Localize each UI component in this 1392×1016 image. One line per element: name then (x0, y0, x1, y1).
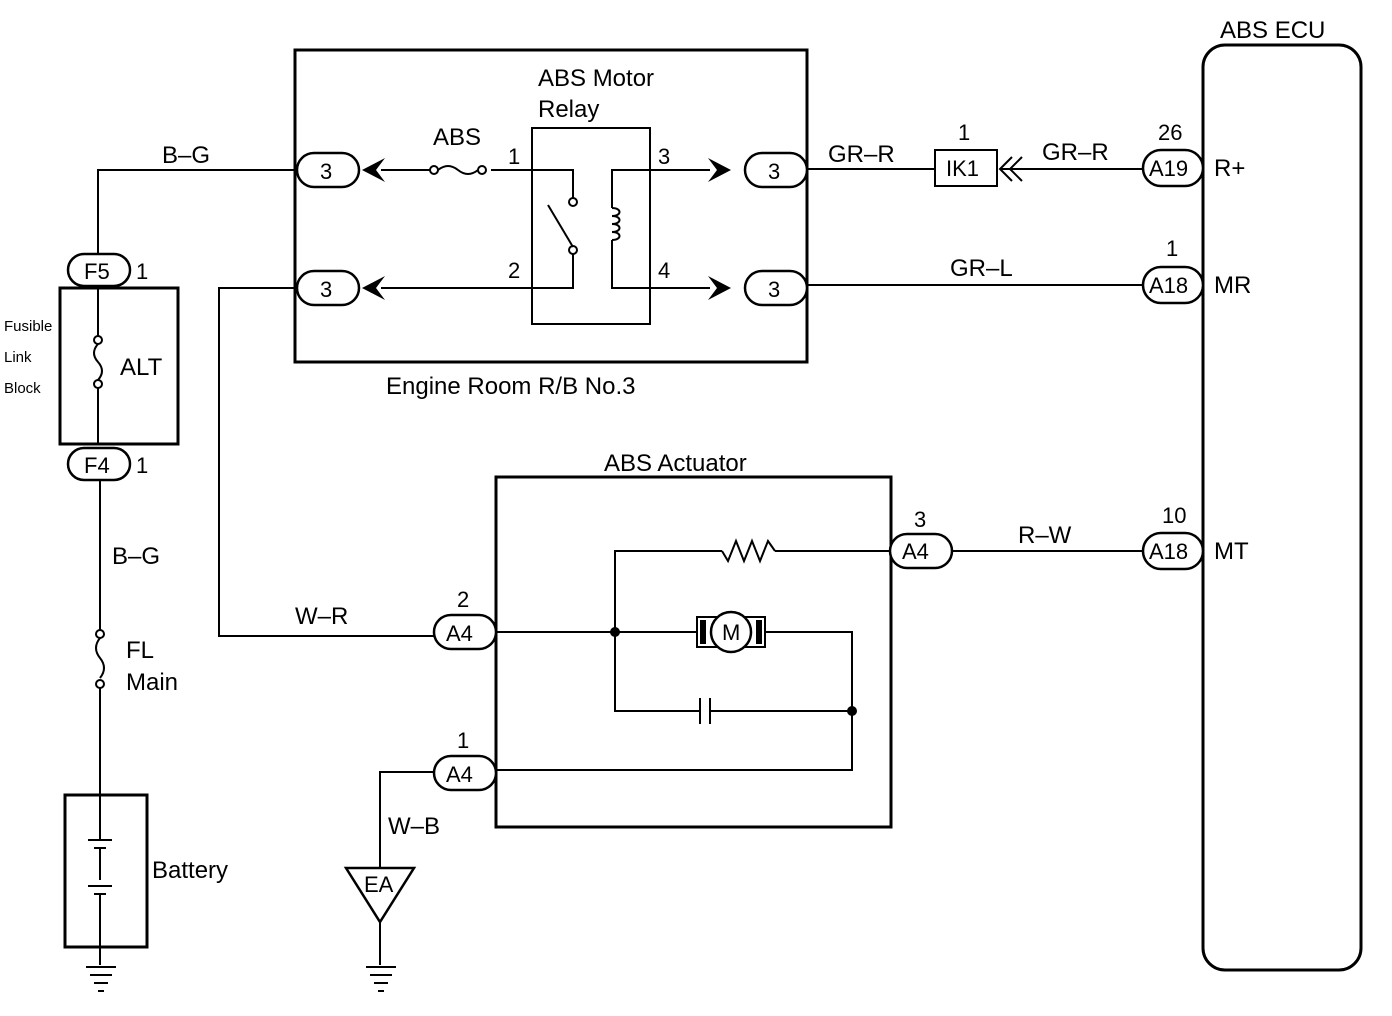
connector-f4: F4 (84, 453, 110, 478)
connector-a4-3: A4 (902, 539, 929, 564)
relay-pin-3: 3 (658, 144, 670, 169)
actuator-label: ABS Actuator (604, 450, 747, 477)
connector-a4-1-pin: 1 (457, 728, 469, 753)
connector-a4-1: A4 (446, 762, 473, 787)
rb-connectors: 3 3 3 3 (295, 151, 809, 307)
alt-fuse-icon (93, 343, 103, 381)
relay-pin-2: 2 (508, 258, 520, 283)
resistor-icon (721, 538, 776, 564)
connector-f4-pin: 1 (136, 453, 148, 478)
connector-a18-mr: A18 (1149, 273, 1188, 298)
fl-main-fuse-icon (95, 637, 105, 679)
rb-out-top-pin: 3 (768, 159, 780, 184)
wire-bg-top: B–G (162, 142, 210, 169)
relay-pin-4: 4 (658, 258, 670, 283)
ground-icon (86, 966, 116, 992)
connector-a4-2: A4 (446, 621, 473, 646)
connector-a18-mt: A18 (1149, 539, 1188, 564)
relay-label-line2: Relay (538, 96, 599, 123)
connector-chevron-icon (362, 276, 385, 300)
relay-label-line1: ABS Motor (538, 65, 654, 92)
rb-out-bottom-pin: 3 (768, 277, 780, 302)
abs-actuator: ABS Actuator A4 3 M A4 2 A4 1 (432, 450, 954, 829)
rb-in-top-pin: 3 (320, 159, 332, 184)
abs-motor-relay (531, 127, 651, 325)
fl-label-2: Main (126, 669, 178, 696)
ground-icon (366, 966, 396, 992)
wire-gr-r-left: GR–R (828, 141, 895, 168)
connector-ik1-label: IK1 (946, 156, 979, 181)
connector-a19: A19 (1149, 156, 1188, 181)
ecu-terminal-mr: MR (1214, 272, 1251, 299)
battery (63, 793, 149, 949)
wire-bg-bottom: B–G (112, 543, 160, 570)
ground-ea: EA (343, 866, 417, 992)
ground-ea-label: EA (364, 872, 394, 897)
connector-a19-pin: 26 (1158, 120, 1182, 145)
abs-fuse-label: ABS (433, 124, 481, 151)
ecu-terminal-mt: MT (1214, 538, 1249, 565)
connector-a4-3-pin: 3 (914, 507, 926, 532)
fusible-label-3: Block (4, 380, 41, 397)
connector-ik1-pin: 1 (958, 120, 970, 145)
abs-ecu-label: ABS ECU (1220, 17, 1325, 44)
connector-f5: F5 (84, 259, 110, 284)
connector-chevron-icon (708, 276, 731, 300)
power-supply: B–G F5 1 Fusible Link Block ALT F4 1 B–G… (4, 142, 297, 992)
connector-chevron-icon (708, 158, 731, 182)
relay-coil-icon (611, 207, 621, 241)
abs-ecu: ABS ECU (1201, 17, 1363, 972)
wire-w-r: W–R (295, 603, 348, 630)
fl-label-1: FL (126, 637, 154, 664)
motor-label: M (722, 620, 740, 645)
connector-f5-pin: 1 (136, 259, 148, 284)
connector-a4-2-pin: 2 (457, 587, 469, 612)
connector-a18-mt-pin: 10 (1162, 503, 1186, 528)
relay-pin-1: 1 (508, 144, 520, 169)
battery-label: Battery (152, 857, 228, 884)
wire-w-b: W–B (388, 813, 440, 840)
ecu-terminal-r-plus: R+ (1214, 155, 1245, 182)
motor-icon: M (696, 610, 766, 654)
alt-label: ALT (120, 354, 163, 381)
fusible-label-2: Link (4, 349, 32, 366)
ecu-wiring: GR–R IK1 1 GR–R A19 26 R+ GR–L A18 1 MR … (807, 120, 1251, 571)
wire-gr-r-right: GR–R (1042, 139, 1109, 166)
wire-r-w: R–W (1018, 522, 1072, 549)
connector-chevron-icon (362, 158, 385, 182)
fusible-link-block (58, 286, 180, 446)
abs-fuse-icon (437, 165, 479, 175)
engine-room-rb: Engine Room R/B No.3 ABS Motor Relay ABS… (293, 48, 809, 400)
connector-ik1 (934, 149, 998, 187)
wire-gr-l: GR–L (950, 255, 1013, 282)
engine-room-label: Engine Room R/B No.3 (386, 373, 635, 400)
connector-a18-mr-pin: 1 (1166, 236, 1178, 261)
fusible-label-1: Fusible (4, 318, 52, 335)
rb-in-bottom-pin: 3 (320, 277, 332, 302)
